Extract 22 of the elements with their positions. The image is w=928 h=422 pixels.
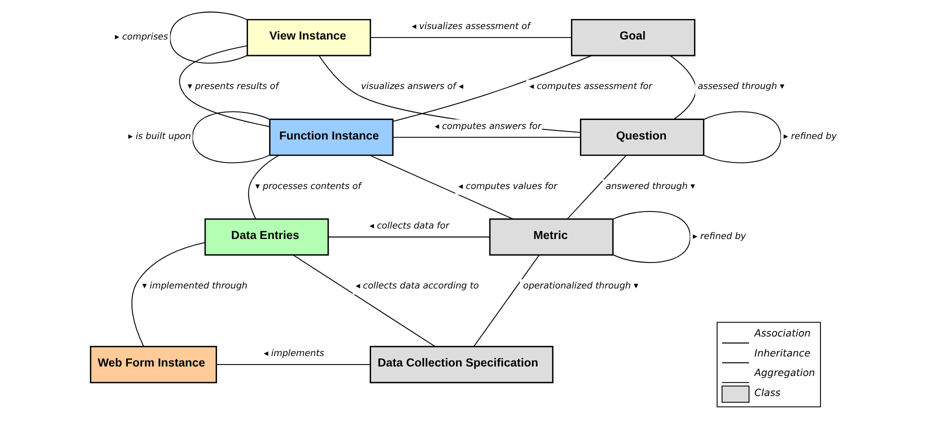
edge-label: ▾ processes contents of <box>254 182 360 192</box>
legend-label: Class <box>754 388 780 399</box>
legend-label: Inheritance <box>754 348 810 360</box>
edge-label: ▸ comprises <box>114 32 168 42</box>
edge-label: ◂ computes assessment for <box>528 82 652 92</box>
edge-label: ▸ is built upon <box>128 132 190 142</box>
edge-label: ◂ implements <box>263 349 324 360</box>
legend-label: Association <box>754 328 810 340</box>
legend-label: Aggregation <box>754 368 815 380</box>
edge-label: ◂ collects data according to <box>355 282 478 292</box>
edge-label: ▾ implemented through <box>142 282 247 292</box>
edge-label: ▸ refined by <box>783 132 836 142</box>
edge-label: ◂ collects data for <box>369 221 449 232</box>
edge-label: ◂ computes answers for <box>434 122 541 132</box>
edge-label: ◂ computes values for <box>458 182 557 192</box>
edge-label: answered through ▾ <box>605 182 695 192</box>
edge-label: ▸ refined by <box>692 232 746 242</box>
edge-label: ▾ presents results of <box>187 82 278 92</box>
edge-label: operationalized through ▾ <box>522 282 638 292</box>
edge-label: assessed through ▾ <box>697 82 784 92</box>
edge-label: ◂ visualizes assessment of <box>411 22 530 32</box>
edge-label: visualizes answers of ◂ <box>360 82 463 92</box>
